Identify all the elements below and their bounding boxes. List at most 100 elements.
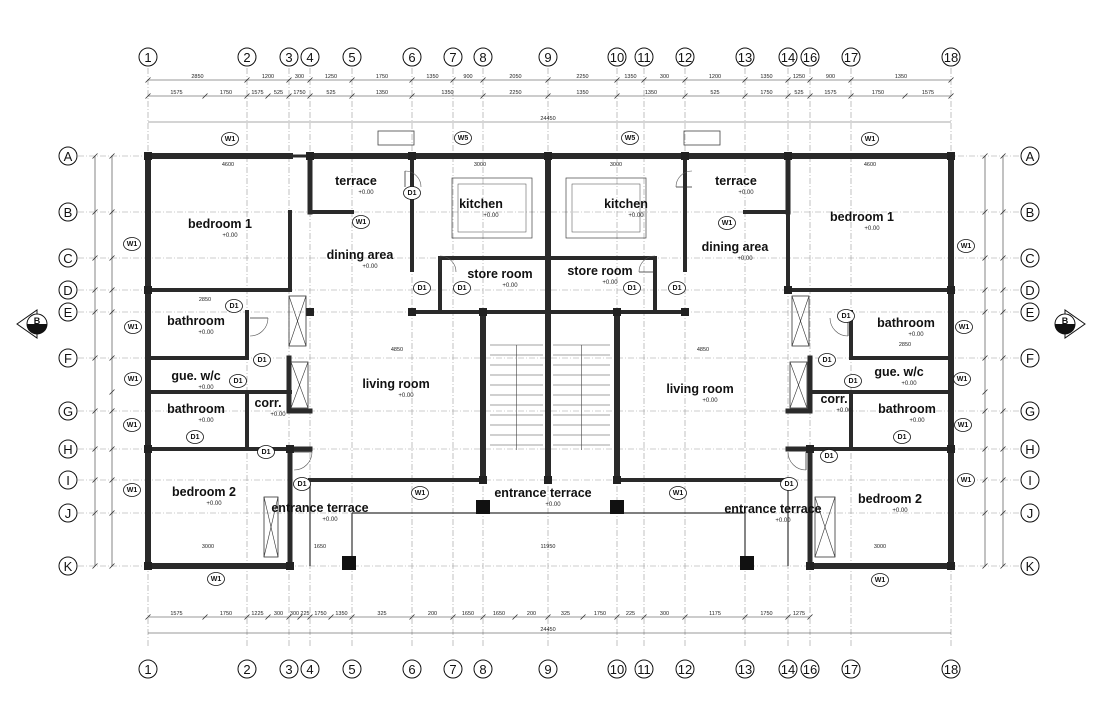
grid-bubble-top-8: 8: [473, 47, 493, 67]
dimension-value: 1350: [760, 74, 772, 80]
grid-bubble-right-D: D: [1020, 280, 1040, 300]
grid-bubble-left-A: A: [58, 146, 78, 166]
tag-label: D1: [418, 285, 427, 292]
dimension-tick: [92, 446, 98, 452]
room-name: bedroom 1: [188, 217, 252, 231]
terrace-column: [740, 556, 754, 570]
column: [286, 562, 294, 570]
tag-label: W5: [625, 135, 636, 142]
grid-bubble-circle: [1020, 470, 1040, 490]
tag-label: D1: [408, 190, 417, 197]
grid-bubble-right-H: H: [1020, 439, 1040, 459]
grid-bubble-circle: [279, 47, 299, 67]
dimension-value: 1750: [314, 611, 326, 617]
shaft-cross: [814, 496, 836, 558]
door-terrace-left: [404, 170, 422, 188]
grid-bubble-circle: [58, 401, 78, 421]
room-level: +0.00: [702, 398, 718, 404]
grid-bubble-circle: [1020, 401, 1040, 421]
dimension-tick: [450, 614, 456, 620]
tag-ellipse: [955, 320, 973, 334]
grid-bubble-label: 5: [348, 50, 355, 65]
tag-label: D1: [785, 481, 794, 488]
grid-bubble-circle: [58, 556, 78, 576]
tag-ellipse: [454, 131, 472, 145]
room-name: bedroom 1: [830, 210, 894, 224]
room-name: corr.: [254, 396, 281, 410]
dimension-value: 300: [660, 611, 669, 617]
shaft-box: [791, 295, 810, 347]
tag-label: W1: [225, 136, 236, 143]
room-level: +0.00: [358, 190, 374, 196]
room-name: living room: [362, 377, 429, 391]
dimension-tick: [614, 614, 620, 620]
tag-label: D1: [230, 303, 239, 310]
grid-bubble-label: A: [64, 149, 73, 164]
dimension-tick: [807, 614, 813, 620]
window-tag-w1: W1: [411, 486, 429, 500]
door-tag-d1: D1: [837, 309, 855, 323]
dimension-tick: [742, 93, 748, 99]
grid-bubble-top-12: 12: [675, 47, 695, 67]
dimension-living-right: 4850: [697, 347, 709, 353]
room-label-left-dining-area: dining area+0.00: [327, 248, 395, 270]
grid-bubble-label: F: [64, 351, 72, 366]
dimension-value: 1750: [872, 90, 884, 96]
dimension-value: 300: [295, 74, 304, 80]
tag-ellipse: [352, 215, 370, 229]
grid-bubble-circle: [841, 47, 861, 67]
window-tag-w1: W1: [207, 572, 225, 586]
tag-label: W1: [127, 487, 138, 494]
grid-bubble-circle: [800, 47, 820, 67]
dimension-value: 1575: [922, 90, 934, 96]
dimension-tick: [92, 408, 98, 414]
dimension-tick: [982, 209, 988, 215]
room-level: +0.00: [738, 190, 754, 196]
grid-bubble-label: 2: [243, 662, 250, 677]
terrace-column: [476, 500, 490, 514]
shaft-box: [263, 496, 279, 558]
shaft-cross: [288, 295, 307, 347]
dimension-tick: [109, 408, 115, 414]
tag-ellipse: [453, 281, 471, 295]
door-swing: [293, 451, 313, 471]
column: [408, 152, 416, 160]
section-label: B: [34, 316, 41, 326]
dimension-tick: [682, 93, 688, 99]
tag-ellipse: [957, 473, 975, 487]
door-store-left: [439, 255, 457, 273]
counter-inner: [457, 183, 527, 233]
dimension-value: 2850: [191, 74, 203, 80]
column: [806, 445, 814, 453]
column: [286, 445, 294, 453]
dimension-tick: [545, 77, 551, 83]
shaft-cross: [263, 496, 279, 558]
tag-ellipse: [820, 449, 838, 463]
grid-bubble-label: 18: [944, 50, 958, 65]
section-fill: [27, 324, 47, 334]
room-name: bedroom 2: [172, 485, 236, 499]
room-level: +0.00: [602, 280, 618, 286]
column: [544, 152, 552, 160]
dimension-tick: [948, 77, 954, 83]
dimension-chain-left-outer: [92, 153, 98, 569]
room-label-right-bathroom: bathroom+0.00: [877, 316, 935, 338]
dimension-tick: [982, 446, 988, 452]
grid-bubble-circle: [778, 659, 798, 679]
grid-bubble-left-J: J: [58, 503, 78, 523]
column: [681, 308, 689, 316]
door-tag-d1: D1: [818, 353, 836, 367]
column: [144, 562, 152, 570]
grid-bubble-left-K: K: [58, 556, 78, 576]
grid-bubble-top-1: 1: [138, 47, 158, 67]
grid-bubble-label: F: [1026, 351, 1034, 366]
dimension-tick: [92, 255, 98, 261]
room-label-right-kitchen: kitchen+0.00: [604, 197, 648, 219]
dimension-chain-left-inner: [109, 153, 115, 569]
dimension-bedroom1-left: 4600: [222, 162, 234, 168]
room-label-left-bathroom: bathroom+0.00: [167, 402, 225, 424]
grid-bubble-bottom-7: 7: [443, 659, 463, 679]
room-level: +0.00: [502, 283, 518, 289]
